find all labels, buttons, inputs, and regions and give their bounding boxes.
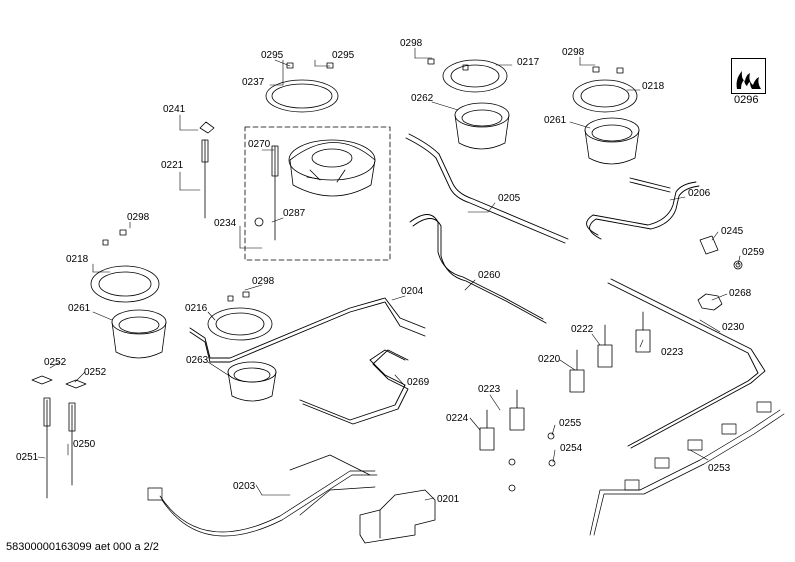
- callout-0261-b: 0261: [68, 303, 91, 314]
- callout-0241: 0241: [163, 104, 186, 115]
- callout-0270: 0270: [248, 139, 271, 150]
- document-footer: 58300000163099 aet 000 a 2/2: [6, 541, 159, 553]
- callout-0295-right: 0295: [332, 50, 355, 61]
- wiring-harness: [147, 401, 785, 537]
- callout-0230: 0230: [722, 322, 745, 333]
- callout-0255: 0255: [559, 418, 582, 429]
- callout-0206: 0206: [688, 188, 711, 199]
- callout-0218-a: 0218: [642, 81, 665, 92]
- callout-0268: 0268: [729, 288, 752, 299]
- ignition-module: [359, 489, 436, 544]
- callout-0250: 0250: [73, 439, 96, 450]
- callout-0298-b: 0298: [562, 47, 585, 58]
- callout-0252-left: 0252: [44, 357, 67, 368]
- burner-bodies: [111, 102, 640, 402]
- assembly-boundary: [244, 126, 391, 261]
- callout-0204: 0204: [401, 286, 424, 297]
- callout-0201: 0201: [437, 494, 460, 505]
- callout-0205: 0205: [498, 193, 521, 204]
- callout-0287: 0287: [283, 208, 306, 219]
- callout-0260: 0260: [478, 270, 501, 281]
- thermocouples: [31, 121, 279, 499]
- callout-0237: 0237: [242, 77, 265, 88]
- callout-0259: 0259: [742, 247, 765, 258]
- callout-0298-a: 0298: [400, 38, 423, 49]
- callout-0262: 0262: [411, 93, 434, 104]
- callout-0221: 0221: [161, 160, 184, 171]
- callout-0220: 0220: [538, 354, 561, 365]
- callout-0203: 0203: [233, 481, 256, 492]
- callout-0245: 0245: [721, 226, 744, 237]
- callout-0261-a: 0261: [544, 115, 567, 126]
- gas-pipes: [189, 133, 766, 449]
- leader-lines: [37, 47, 741, 501]
- callout-0218-b: 0218: [66, 254, 89, 265]
- gaskets: [90, 59, 638, 341]
- valves: [479, 235, 743, 451]
- flame-icon: [736, 71, 761, 89]
- callout-0253: 0253: [708, 463, 731, 474]
- callout-0269: 0269: [407, 377, 430, 388]
- callout-0224: 0224: [446, 413, 469, 424]
- flame-symbol-box: [731, 58, 766, 94]
- callout-0223-b: 0223: [478, 384, 501, 395]
- screws: [102, 58, 624, 492]
- callout-0216: 0216: [185, 303, 208, 314]
- callout-0223-a: 0223: [661, 347, 684, 358]
- callout-0251: 0251: [16, 452, 39, 463]
- callout-0295-left: 0295: [261, 50, 284, 61]
- callout-0254: 0254: [560, 443, 583, 454]
- callout-0234: 0234: [214, 218, 237, 229]
- callout-0298-c: 0298: [127, 212, 150, 223]
- callout-0217: 0217: [517, 57, 540, 68]
- callout-0298-d: 0298: [252, 276, 275, 287]
- callout-0252-right: 0252: [84, 367, 107, 378]
- callout-0222: 0222: [571, 324, 594, 335]
- callout-0263: 0263: [186, 355, 209, 366]
- symbol-label: 0296: [734, 94, 759, 106]
